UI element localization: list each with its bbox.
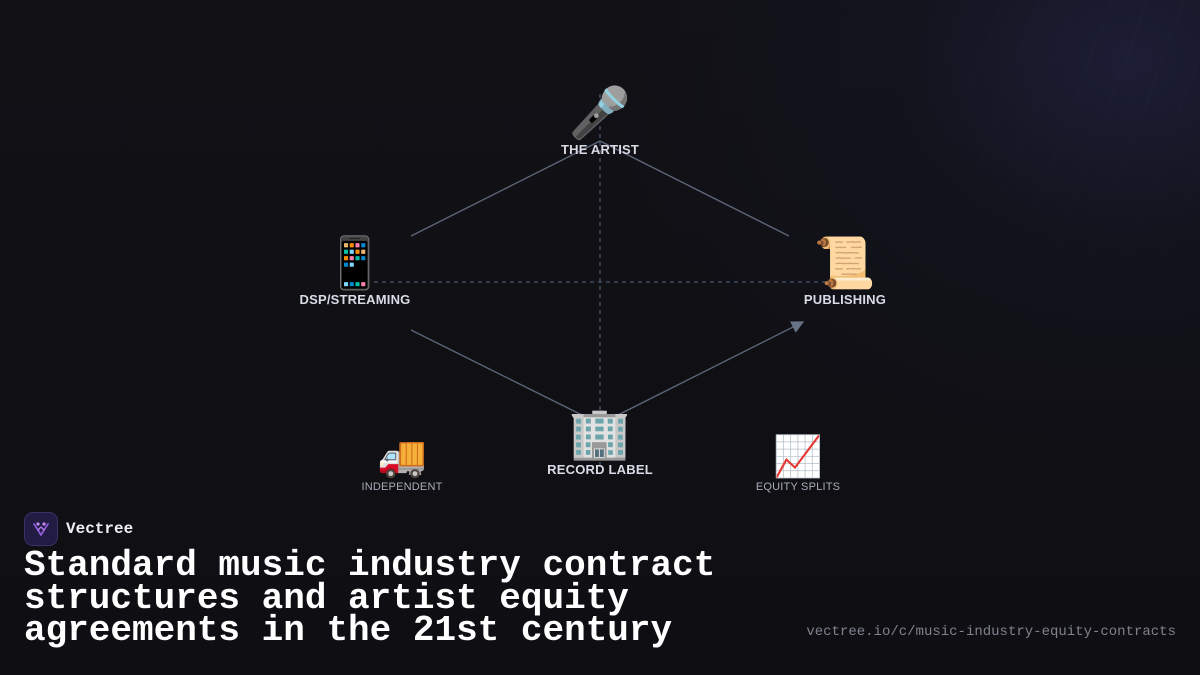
node-independent: 🚚 INDEPENDENT xyxy=(361,437,442,493)
edge-dsp-label xyxy=(410,329,601,425)
node-label-dsp-streaming: DSP/STREAMING xyxy=(299,292,411,307)
chart-increasing-icon: 📈 xyxy=(773,434,823,480)
delivery-truck-icon: 🚚 xyxy=(377,434,427,480)
node-label-publishing: PUBLISHING xyxy=(803,292,887,307)
page-title: Standard music industry contract structu… xyxy=(24,545,716,651)
node-label-equity-splits: EQUITY SPLITS xyxy=(755,481,841,493)
microphone-icon: 🎤 xyxy=(568,84,632,142)
node-artist: 🎤 THE ARTIST xyxy=(561,88,639,157)
office-building-icon: 🏢 xyxy=(568,404,632,462)
background-rays xyxy=(640,0,1200,675)
edge-artist-publishing xyxy=(599,140,790,237)
edge-label-publishing-arrow xyxy=(599,321,805,425)
vectree-logo xyxy=(24,512,58,546)
edge-artist-dsp xyxy=(410,140,601,237)
node-label-artist: THE ARTIST xyxy=(560,142,640,157)
vectree-logo-icon xyxy=(33,522,49,536)
node-equity-splits: 📈 EQUITY SPLITS xyxy=(756,437,840,493)
mobile-phone-icon: 📱 xyxy=(323,234,387,292)
brand: Vectree xyxy=(24,512,133,546)
node-dsp-streaming: 📱 DSP/STREAMING xyxy=(300,238,411,307)
source-url[interactable]: vectree.io/c/music-industry-equity-contr… xyxy=(806,624,1176,640)
node-record-label: 🏢 RECORD LABEL xyxy=(547,408,653,477)
node-publishing: 📜 PUBLISHING xyxy=(804,238,886,307)
scroll-icon: 📜 xyxy=(813,234,877,292)
node-label-independent: INDEPENDENT xyxy=(361,481,443,493)
node-label-record-label: RECORD LABEL xyxy=(547,462,653,477)
brand-name: Vectree xyxy=(66,520,134,538)
